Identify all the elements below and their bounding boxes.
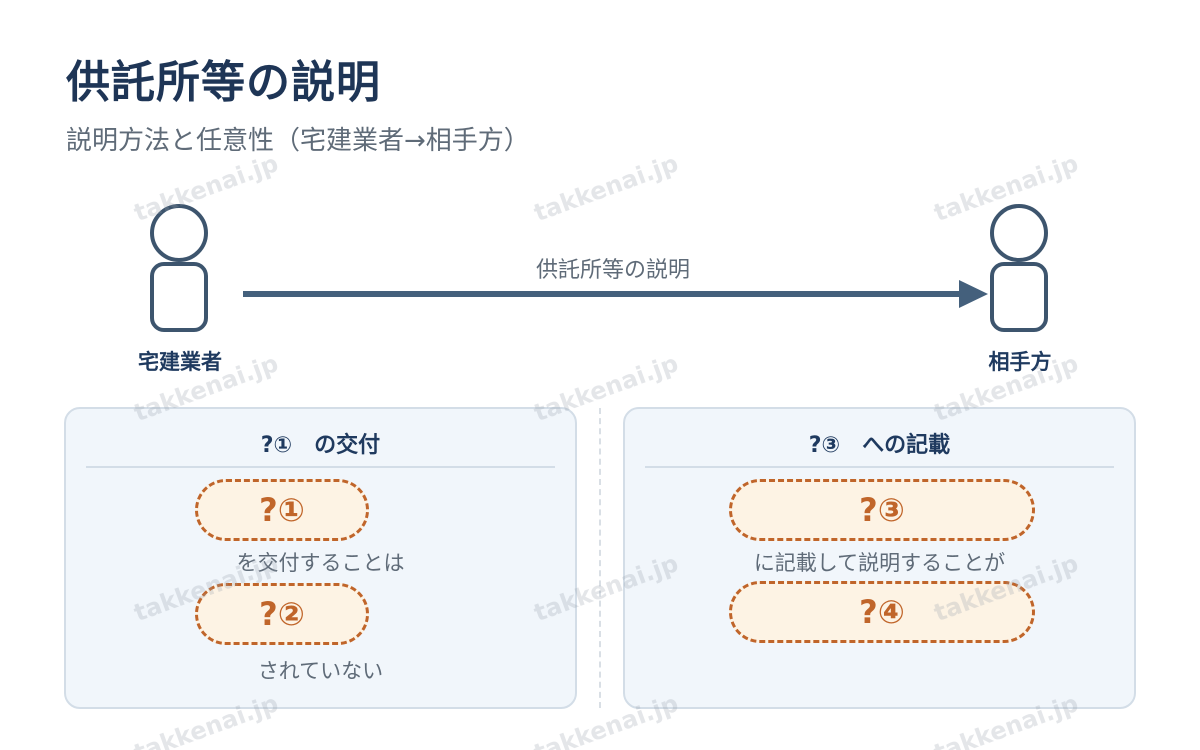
blank-slot-4: ?④ xyxy=(729,581,1035,643)
blank-slot-3: ?③ xyxy=(729,479,1035,541)
panel-heading: ?① の交付 xyxy=(260,433,381,458)
person-icon-left xyxy=(148,202,212,334)
watermark: takkenai.jp xyxy=(130,0,282,7)
watermark: takkenai.jp xyxy=(930,0,1082,7)
panel-text: に記載して説明することが xyxy=(753,551,1006,575)
right-arrow-icon xyxy=(243,280,988,308)
right-party-label: 相手方 xyxy=(988,350,1052,374)
blank-slot-1: ?① xyxy=(195,479,369,541)
blank-slot-2: ?② xyxy=(195,583,369,645)
panel-divider xyxy=(599,408,601,708)
panel-text: を交付することは xyxy=(236,551,405,575)
watermark: takkenai.jp xyxy=(530,0,682,7)
panel-delivery: ?① の交付 ?① を交付することは ?② されていない xyxy=(64,407,577,709)
left-party-label: 宅建業者 xyxy=(138,350,222,374)
page-title: 供託所等の説明 xyxy=(66,57,381,108)
arrow-label: 供託所等の説明 xyxy=(535,258,690,283)
divider-line xyxy=(645,466,1114,468)
panel-document: ?③ への記載 ?③ に記載して説明することが ?④ xyxy=(623,407,1136,709)
person-head xyxy=(990,204,1048,262)
person-icon-right xyxy=(988,202,1052,334)
watermark: takkenai.jp xyxy=(530,149,682,228)
person-body xyxy=(990,262,1048,332)
person-head xyxy=(150,204,208,262)
divider-line xyxy=(86,466,555,468)
person-body xyxy=(150,262,208,332)
panel-text: されていない xyxy=(257,659,384,683)
page-subtitle: 説明方法と任意性（宅建業者→相手方） xyxy=(66,126,530,156)
panel-heading: ?③ への記載 xyxy=(808,433,951,458)
